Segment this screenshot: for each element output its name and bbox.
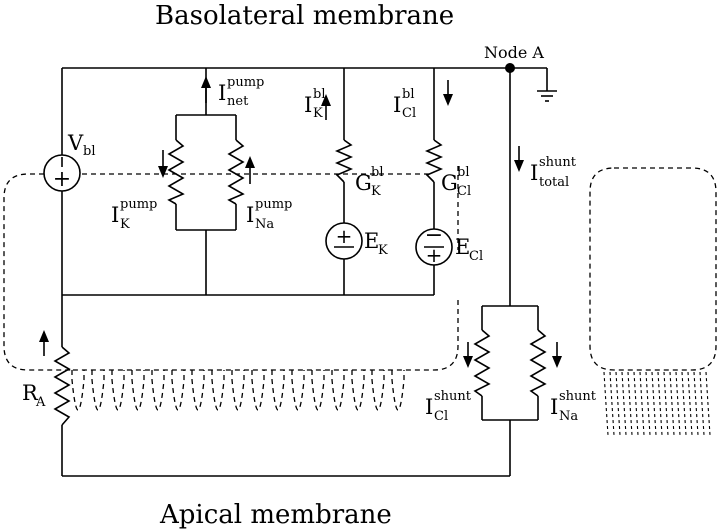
- svg-text:K: K: [371, 184, 381, 199]
- label-ik-bl: I bl K: [304, 87, 325, 121]
- svg-text:shunt: shunt: [434, 389, 472, 404]
- svg-text:Cl: Cl: [402, 106, 416, 121]
- label-ik-pump: I pump K: [111, 197, 157, 232]
- svg-text:K: K: [120, 217, 130, 232]
- shunt-na-resistor: [529, 329, 547, 397]
- svg-text:total: total: [539, 175, 569, 190]
- basolateral-title: Basolateral membrane: [155, 1, 454, 31]
- ik-pump-arrow: [158, 150, 168, 178]
- svg-text:bl: bl: [313, 87, 325, 102]
- svg-text:shunt: shunt: [539, 155, 577, 170]
- svg-text:A: A: [35, 395, 46, 410]
- ek-source: +: [325, 222, 363, 260]
- ecl-plus-sign: +: [426, 243, 443, 267]
- svg-text:net: net: [227, 94, 249, 109]
- svg-text:bl: bl: [402, 87, 414, 102]
- ik-bl-arrow: [321, 94, 331, 120]
- svg-text:pump: pump: [255, 197, 292, 212]
- label-ishunt-total: I shunt total: [530, 155, 577, 190]
- label-ina-shunt: I shunt Na: [550, 389, 597, 424]
- svg-text:I: I: [530, 161, 538, 185]
- pump-na-resistor: [227, 139, 245, 205]
- node-a-label: Node A: [484, 43, 544, 62]
- label-ek: E K: [364, 229, 388, 258]
- svg-text:I: I: [304, 93, 312, 117]
- shunt-cl-resistor: [473, 329, 491, 397]
- right-cell-microvilli: [603, 371, 711, 436]
- svg-text:I: I: [246, 203, 254, 227]
- label-v-bl: V bl: [67, 131, 95, 159]
- svg-text:I: I: [550, 395, 558, 419]
- ishunt-total-arrow: [514, 146, 524, 172]
- gk-resistor: [334, 139, 354, 183]
- ra-arrow: [39, 330, 49, 356]
- gcl-resistor: [424, 139, 444, 183]
- svg-text:G: G: [441, 171, 458, 195]
- label-ina-pump: I pump Na: [246, 197, 292, 232]
- left-cell-outline: [3, 166, 459, 411]
- vbl-plus-sign: +: [53, 167, 71, 192]
- label-icl-shunt: I shunt Cl: [425, 389, 472, 424]
- wiring: [61, 67, 557, 477]
- label-gcl-bl: G bl Cl: [441, 165, 471, 199]
- svg-text:I: I: [111, 203, 119, 227]
- ek-plus-sign: +: [336, 224, 353, 248]
- node-a-dot: [505, 63, 515, 73]
- svg-text:bl: bl: [83, 144, 95, 159]
- right-cell-outline: [589, 167, 717, 436]
- svg-text:I: I: [425, 395, 433, 419]
- svg-text:G: G: [355, 171, 372, 195]
- ina-shunt-arrow: [552, 342, 562, 368]
- svg-text:R: R: [22, 381, 39, 405]
- i-net-arrow: [201, 76, 211, 103]
- svg-text:bl: bl: [457, 165, 469, 180]
- svg-text:Na: Na: [559, 409, 578, 424]
- svg-text:V: V: [67, 131, 84, 155]
- svg-text:K: K: [378, 243, 388, 258]
- svg-text:E: E: [364, 229, 379, 253]
- ra-resistor: [53, 346, 71, 426]
- svg-text:Cl: Cl: [434, 409, 448, 424]
- svg-text:Na: Na: [255, 217, 274, 232]
- svg-text:bl: bl: [371, 165, 383, 180]
- svg-text:pump: pump: [120, 197, 157, 212]
- apical-title: Apical membrane: [159, 500, 392, 530]
- svg-text:Cl: Cl: [469, 249, 483, 264]
- label-ecl: E Cl: [455, 235, 483, 264]
- svg-text:I: I: [218, 81, 226, 105]
- svg-text:I: I: [393, 93, 401, 117]
- svg-text:pump: pump: [227, 75, 264, 90]
- label-gk-bl: G bl K: [355, 165, 383, 199]
- svg-text:E: E: [455, 235, 470, 259]
- svg-text:Cl: Cl: [457, 184, 471, 199]
- icl-shunt-arrow: [463, 342, 473, 368]
- label-i-net-pump: I pump net: [218, 75, 264, 109]
- svg-text:shunt: shunt: [559, 389, 597, 404]
- label-icl-bl: I bl Cl: [393, 87, 416, 121]
- ina-pump-arrow: [245, 156, 255, 184]
- svg-text:K: K: [313, 106, 323, 121]
- vbl-source: +: [43, 154, 81, 192]
- label-ra: R A: [22, 381, 46, 410]
- icl-bl-arrow: [443, 80, 453, 106]
- ecl-minus-sign: −: [425, 223, 443, 248]
- pump-k-resistor: [167, 139, 185, 205]
- ecl-source: − +: [415, 223, 453, 267]
- left-cell-microvilli: [71, 370, 405, 411]
